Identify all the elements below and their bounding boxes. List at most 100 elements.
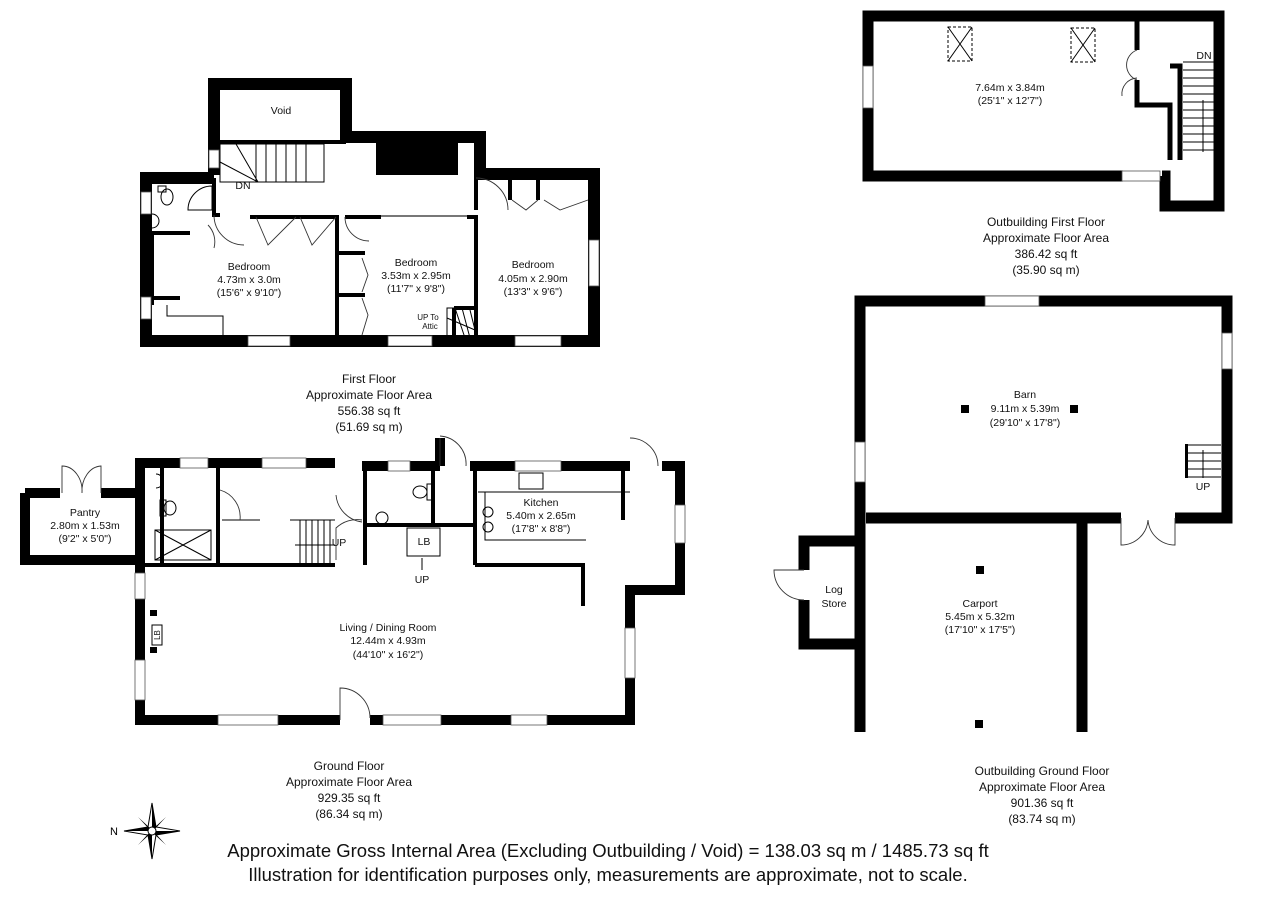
lb-box [151, 624, 163, 646]
shower-tray-icon [154, 529, 212, 561]
floor-area-sqm: (83.74 sq m) [1008, 812, 1075, 826]
attic-stairs-label: UP To [417, 313, 439, 322]
interior-walls [1134, 20, 1183, 160]
wardrobe-doors[interactable] [255, 199, 589, 336]
lb-box [406, 527, 441, 557]
interior-walls [250, 176, 478, 341]
floor-caption-subtitle: Approximate Floor Area [979, 780, 1105, 794]
window [514, 460, 562, 472]
sink-icon [155, 473, 164, 489]
room-dimensions-metric: 5.45m x 5.32m [945, 611, 1015, 623]
outbuilding-ground-floor-plan: Barn 9.11m x 5.39m (29'10" x 17'8") UP C… [773, 295, 1233, 826]
floor-area-sqm: (35.90 sq m) [1012, 263, 1079, 277]
attic-stairs[interactable] [446, 307, 476, 339]
outer-walls [854, 295, 1233, 732]
bedroom-partition [166, 305, 224, 341]
door-swings[interactable] [773, 518, 1176, 601]
room-dimensions-metric: 4.73m x 3.0m [217, 274, 281, 286]
window [179, 457, 209, 469]
ground-floor-outer-walls [135, 438, 685, 725]
pantry-french-doors[interactable] [61, 465, 102, 494]
floor-caption-title: First Floor [342, 372, 396, 386]
stairs-down-label: DN [235, 180, 250, 192]
room-name: Bedroom [512, 259, 555, 271]
floor-area-sqm: (51.69 sq m) [335, 420, 402, 434]
sink-icon [375, 511, 389, 525]
window [261, 457, 307, 469]
window [514, 335, 562, 347]
window [140, 191, 152, 215]
bathroom-wall [212, 178, 220, 217]
gross-area-note: Approximate Gross Internal Area (Excludi… [227, 840, 989, 861]
stairs[interactable] [219, 143, 325, 183]
stairs[interactable] [1183, 61, 1222, 152]
sink-icon [151, 213, 160, 229]
room-name: Pantry [70, 507, 101, 519]
room-dimensions-imperial: (25'1" x 12'7") [978, 95, 1043, 107]
first-floor-outer-walls [140, 78, 600, 347]
room-name: Kitchen [523, 497, 558, 509]
attic-stairs-label: Attic [422, 322, 438, 331]
stairs-down-label: DN [1196, 50, 1211, 62]
floor-area-sqft: 386.42 sq ft [1015, 247, 1078, 261]
room-name: Bedroom [228, 261, 271, 273]
post [976, 566, 984, 574]
door-swings[interactable] [219, 435, 659, 720]
room-dimensions-imperial: (17'8" x 8'8") [512, 523, 571, 535]
room-dimensions-imperial: (9'2" x 5'0") [59, 533, 112, 545]
floor-area-sqft: 901.36 sq ft [1011, 796, 1074, 810]
window [217, 714, 279, 726]
pantry-walls [20, 488, 140, 565]
room-dimensions-metric: 4.05m x 2.90m [498, 273, 568, 285]
interior-walls [145, 468, 625, 606]
window [247, 335, 291, 347]
toilet-icon [412, 483, 433, 501]
room-name: Carport [962, 598, 997, 610]
disclaimer-note: Illustration for identification purposes… [248, 864, 967, 885]
window [382, 714, 442, 726]
floor-caption-subtitle: Approximate Floor Area [306, 388, 432, 402]
lb-label: LB [153, 630, 162, 640]
window [1221, 332, 1233, 370]
stairs[interactable] [222, 519, 335, 563]
step-up-label: UP [415, 574, 430, 586]
room-dimensions-imperial: (15'6" x 9'10") [217, 287, 282, 299]
room-name: Bedroom [395, 257, 438, 269]
window [1121, 170, 1161, 182]
post [975, 720, 983, 728]
stairs[interactable] [1185, 444, 1221, 478]
room-dimensions-metric: 7.64m x 3.84m [975, 82, 1045, 94]
chimney-breast [376, 141, 458, 175]
room-name: Barn [1014, 389, 1036, 401]
room-dimensions-metric: 12.44m x 4.93m [350, 635, 426, 647]
room-name: Store [821, 598, 846, 610]
door-swings[interactable] [207, 177, 509, 249]
room-dimensions-metric: 9.11m x 5.39m [991, 403, 1060, 415]
window [984, 295, 1040, 307]
double-door[interactable] [1121, 49, 1138, 97]
floor-caption-subtitle: Approximate Floor Area [286, 775, 412, 789]
outer-walls [862, 10, 1225, 212]
kitchen-counter [478, 472, 630, 541]
window [624, 627, 636, 679]
toilet-icon [157, 185, 174, 206]
window [862, 65, 874, 109]
outbuilding-first-floor-plan: 7.64m x 3.84m (25'1" x 12'7") DN Outbuil… [862, 10, 1225, 277]
room-dimensions-metric: 5.40m x 2.65m [506, 510, 576, 522]
window [854, 441, 866, 483]
stairs-up-label: UP [332, 537, 347, 549]
floor-area-sqft: 556.38 sq ft [338, 404, 401, 418]
room-dimensions-imperial: (13'3" x 9'6") [504, 286, 563, 298]
post [1070, 405, 1078, 413]
floor-caption-title: Outbuilding First Floor [987, 215, 1105, 229]
void-wall [220, 140, 346, 144]
window [674, 504, 686, 544]
skylight-icon [947, 26, 973, 62]
toilet-icon [159, 499, 177, 517]
compass-north-label: N [110, 826, 118, 838]
floor-caption-subtitle: Approximate Floor Area [983, 231, 1109, 245]
shower-icon [187, 185, 213, 211]
chimney-walls [150, 610, 157, 653]
lb-label: LB [418, 536, 431, 548]
